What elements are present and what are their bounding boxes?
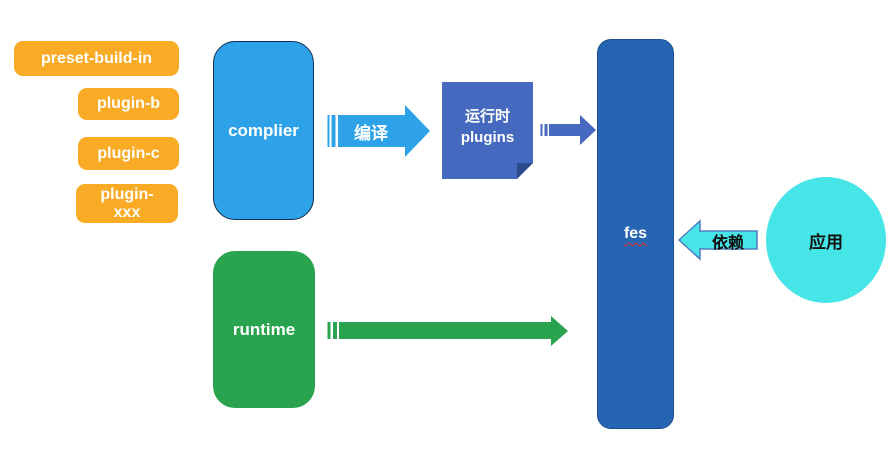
preset-build-in-box: preset-build-in (14, 41, 179, 76)
compile-arrow-icon (327, 105, 430, 157)
complier-label: complier (228, 120, 299, 140)
fes-node: fes (597, 39, 674, 429)
runtime-node: runtime (213, 251, 315, 408)
runtime-plugins-label-line1: 运行时 (464, 107, 510, 125)
runtime-to-fes-arrow-icon (327, 316, 568, 346)
folded-corner-icon (517, 163, 533, 179)
plugins-to-fes-arrow-icon (540, 115, 596, 145)
plugin-b-box: plugin-b (78, 88, 179, 120)
plugin-c-label: plugin-c (97, 144, 160, 162)
complier-node: complier (213, 41, 314, 220)
runtime-label: runtime (232, 319, 296, 339)
preset-build-in-label: preset-build-in (40, 49, 153, 67)
plugin-b-label: plugin-b (96, 95, 161, 112)
fes-label: fes (623, 225, 648, 242)
plugin-c-box: plugin-c (78, 137, 179, 170)
app-label: 应用 (809, 232, 843, 252)
plugin-xxx-box: plugin-xxx (76, 184, 178, 223)
app-node: 应用 (766, 177, 886, 303)
runtime-plugins-label-line2: plugins (460, 128, 515, 146)
runtime-plugins-node: 运行时 plugins (442, 82, 533, 179)
plugin-xxx-label: plugin-xxx (100, 185, 154, 221)
depends-arrow-icon (677, 219, 758, 261)
